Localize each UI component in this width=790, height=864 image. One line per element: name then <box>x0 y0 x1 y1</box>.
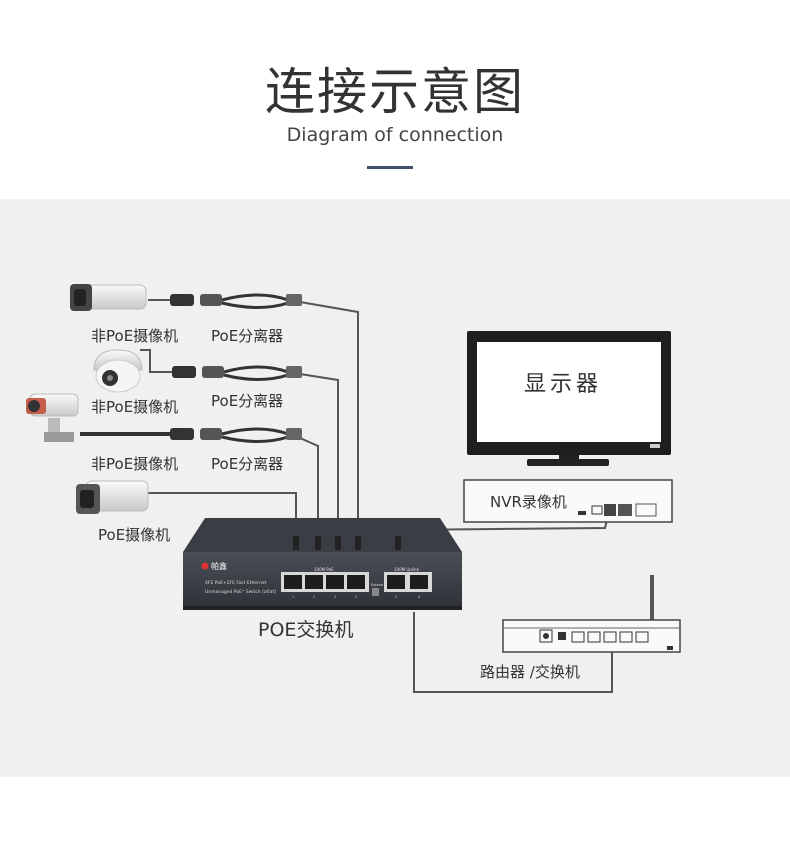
port-number: 3 <box>334 595 336 599</box>
splitter-1-label: PoE分离器 <box>211 327 283 345</box>
port-number: 6 <box>418 595 420 599</box>
splitter-1 <box>170 293 302 309</box>
monitor-label: 显示器 <box>524 372 602 397</box>
camera-4-label: PoE摄像机 <box>98 526 170 544</box>
switch-uplink-group-label: 100M Uplink <box>394 567 420 572</box>
nvr-icon <box>463 479 673 523</box>
switch-label: POE交换机 <box>258 619 353 641</box>
router-label: 路由器 /交换机 <box>480 663 580 681</box>
cable-splitter-2-out <box>299 373 339 540</box>
camera-1-label: 非PoE摄像机 <box>91 327 178 345</box>
cables <box>80 299 613 693</box>
bullet-camera-1-icon <box>70 284 147 311</box>
router-icon <box>502 575 681 653</box>
dome-camera-2-icon <box>93 349 143 393</box>
cable-camera-2 <box>140 349 172 373</box>
splitter-3 <box>170 427 302 443</box>
monitor-icon <box>467 331 671 466</box>
port-number: 1 <box>292 595 294 599</box>
splitter-3-label: PoE分离器 <box>211 455 283 473</box>
cable-router <box>413 612 613 693</box>
port-number: 5 <box>395 595 397 599</box>
switch-poe-group-label: 100M PoE <box>314 567 334 572</box>
switch-extend-label: Extend <box>371 583 383 587</box>
page-subtitle: Diagram of connection <box>286 124 504 146</box>
poe-switch-icon <box>183 518 462 610</box>
switch-model-line1: 4FE PoE+2FE Fast Ethernet <box>205 580 266 586</box>
title-underline <box>367 166 413 169</box>
cable-splitter-3-out <box>299 437 319 540</box>
page-title: 连接示意图 <box>265 63 525 121</box>
ptz-camera-3-icon <box>26 393 79 442</box>
switch-brand: 帕鑫 <box>211 561 227 571</box>
switch-model-line2: Unmanaged PoE⁺ Switch (af/at) <box>205 589 276 595</box>
camera-2-label: 非PoE摄像机 <box>91 398 178 416</box>
bullet-camera-4-icon <box>76 480 149 514</box>
port-number: 2 <box>313 595 315 599</box>
splitter-2-label: PoE分离器 <box>211 392 283 410</box>
splitter-2 <box>172 365 302 381</box>
nvr-label: NVR录像机 <box>490 493 567 511</box>
cable-splitter-1-out <box>299 301 359 540</box>
camera-3-label: 非PoE摄像机 <box>91 455 178 473</box>
port-number: 4 <box>355 595 358 599</box>
